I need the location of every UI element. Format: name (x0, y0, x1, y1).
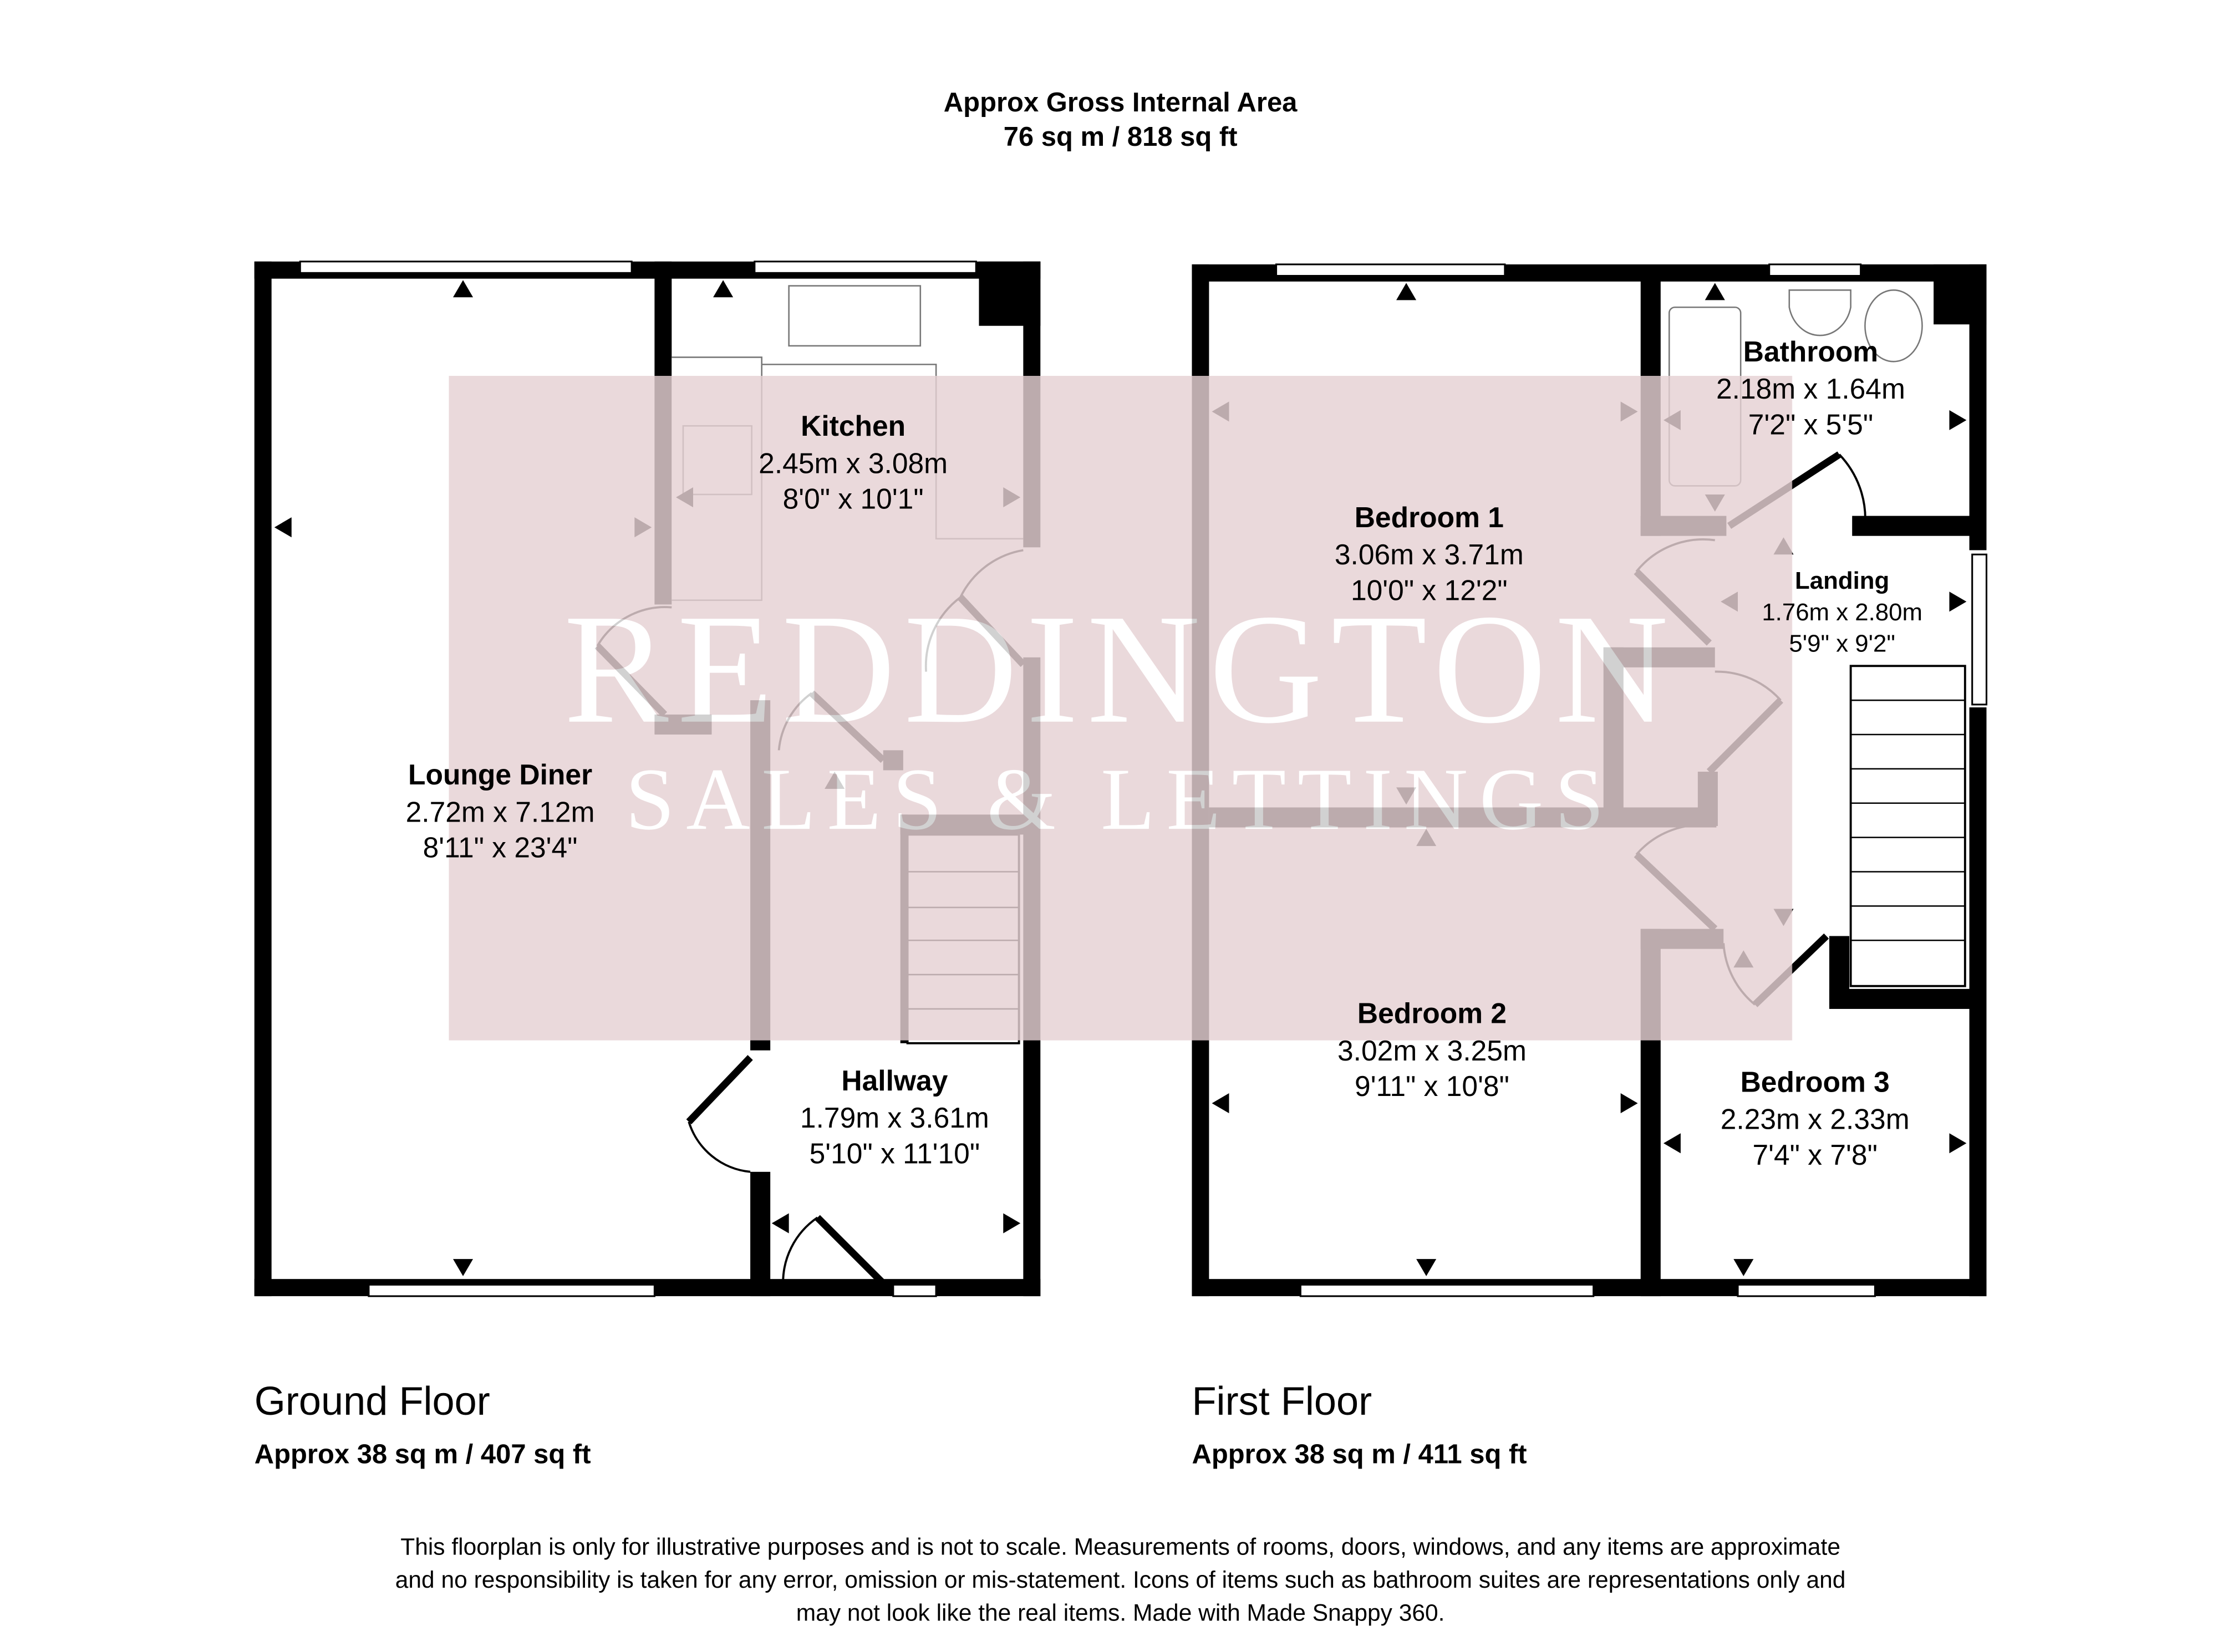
watermark-brand: REDDINGTON (564, 582, 1677, 756)
wall (1829, 988, 1980, 1009)
first-floor-plan (1192, 263, 1988, 1297)
room-bathroom: Bathroom 2.18m x 1.64m 7'2" x 5'5" (1716, 335, 1905, 440)
wall (1852, 516, 1981, 536)
wall (750, 1171, 771, 1297)
door (686, 1055, 753, 1125)
room-imperial: 5'10" x 11'10" (810, 1137, 980, 1169)
room-metric: 1.76m x 2.80m (1762, 599, 1922, 626)
room-name: Bedroom 2 (1357, 997, 1507, 1029)
wall (254, 261, 272, 1297)
room-imperial: 10'0" x 12'2" (1351, 574, 1508, 606)
wall (1829, 936, 1850, 1008)
disclaimer-line: This floorplan is only for illustrative … (400, 1534, 1840, 1561)
toilet-icon (1864, 289, 1923, 363)
window (299, 261, 633, 274)
room-name: Bedroom 3 (1741, 1065, 1890, 1098)
room-name: Bathroom (1743, 335, 1878, 368)
window (892, 1283, 937, 1297)
window (754, 261, 977, 274)
room-name: Bedroom 1 (1355, 501, 1504, 533)
room-name: Landing (1795, 567, 1889, 594)
disclaimer-line: may not look like the real items. Made w… (796, 1599, 1445, 1626)
room-landing: Landing 1.76m x 2.80m 5'9" x 9'2" (1762, 567, 1922, 657)
door-swing (782, 1216, 818, 1287)
room-metric: 1.79m x 3.61m (800, 1102, 989, 1134)
room-bedroom-1: Bedroom 1 3.06m x 3.71m 10'0" x 12'2" (1335, 501, 1524, 606)
watermark: REDDINGTON SALES & LETTINGS (449, 375, 1792, 1041)
stairs (1849, 665, 1966, 987)
disclaimer-line: and no responsibility is taken for any e… (395, 1567, 1846, 1593)
room-bedroom-2: Bedroom 2 3.02m x 3.25m 9'11" x 10'8" (1337, 997, 1527, 1102)
room-imperial: 8'0" x 10'1" (783, 483, 924, 515)
room-metric: 2.23m x 2.33m (1721, 1103, 1910, 1135)
room-metric: 2.18m x 1.64m (1716, 373, 1905, 405)
window (368, 1283, 655, 1297)
room-hallway: Hallway 1.79m x 3.61m 5'10" x 11'10" (800, 1064, 989, 1169)
window (1299, 1283, 1595, 1297)
room-metric: 2.45m x 3.08m (759, 447, 948, 479)
first-floor-label: First Floor (1192, 1379, 1372, 1424)
door-swing (1838, 453, 1866, 526)
window (1971, 553, 1988, 706)
room-imperial: 5'9" x 9'2" (1789, 630, 1895, 657)
first-floor-area: Approx 38 sq m / 411 sq ft (1192, 1440, 1527, 1470)
basin-icon (1788, 289, 1851, 336)
window (1275, 263, 1506, 277)
room-name: Lounge Diner (408, 758, 592, 791)
room-name: Hallway (841, 1064, 948, 1097)
ground-floor-area: Approx 38 sq m / 407 sq ft (255, 1440, 591, 1470)
room-kitchen: Kitchen 2.45m x 3.08m 8'0" x 10'1" (759, 410, 948, 514)
wall (979, 261, 1041, 326)
ground-floor-label: Ground Floor (255, 1379, 490, 1424)
watermark-tagline: SALES & LETTINGS (625, 750, 1616, 848)
window (1737, 1283, 1876, 1297)
front-door (815, 1215, 889, 1289)
room-metric: 3.02m x 3.25m (1337, 1034, 1527, 1067)
room-bedroom-3: Bedroom 3 2.23m x 2.33m 7'4" x 7'8" (1721, 1065, 1910, 1170)
room-imperial: 7'4" x 7'8" (1753, 1139, 1878, 1171)
room-name: Kitchen (801, 410, 905, 442)
header-title: Approx Gross Internal Area (944, 88, 1298, 118)
header-total-area: 76 sq m / 818 sq ft (1004, 122, 1238, 152)
room-metric: 2.72m x 7.12m (406, 796, 595, 828)
sink-icon (788, 285, 922, 347)
room-imperial: 7'2" x 5'5" (1748, 409, 1873, 441)
room-imperial: 9'11" x 10'8" (1355, 1070, 1509, 1102)
room-lounge-diner: Lounge Diner 2.72m x 7.12m 8'11" x 23'4" (406, 758, 595, 863)
window (1768, 263, 1862, 277)
wall (1934, 264, 1987, 325)
room-metric: 3.06m x 3.71m (1335, 538, 1524, 570)
door-swing (688, 1121, 751, 1173)
room-imperial: 8'11" x 23'4" (423, 832, 578, 864)
